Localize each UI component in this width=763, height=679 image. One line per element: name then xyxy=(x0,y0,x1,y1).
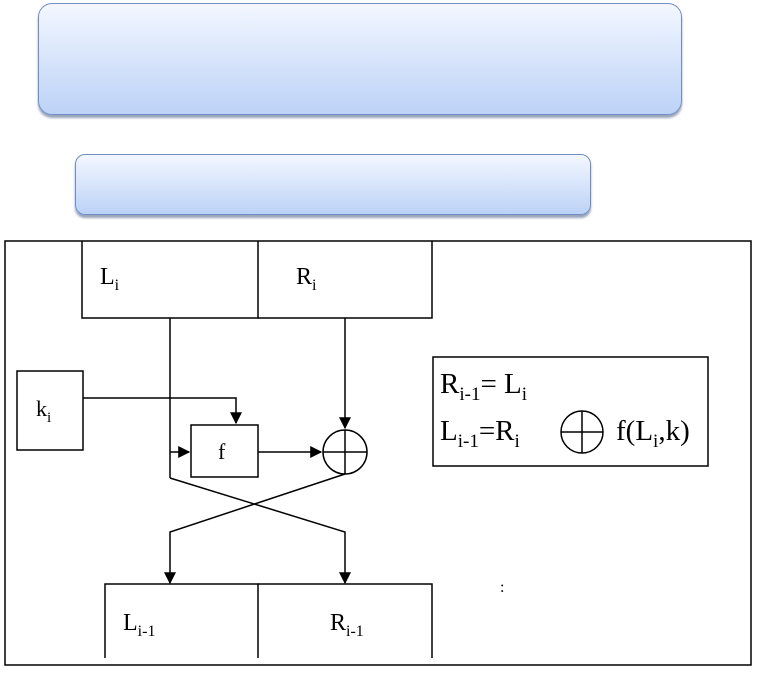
svg-text:Ri-1: Ri-1 xyxy=(330,610,364,640)
equation-function-term: f(Li,k) xyxy=(616,415,690,452)
key-block: ki xyxy=(16,370,84,451)
bottom-left-block: Li-1 xyxy=(104,583,259,658)
xor-symbol xyxy=(322,429,368,475)
top-left-label: L xyxy=(100,264,115,290)
bottom-left-sub: i-1 xyxy=(138,623,156,640)
bottom-right-block: Ri-1 xyxy=(258,583,433,658)
function-block: f xyxy=(190,424,259,478)
top-left-block: Li xyxy=(81,241,259,319)
diagram-frame xyxy=(4,240,752,666)
key-sub: i xyxy=(47,410,51,426)
top-right-sub: i xyxy=(312,277,317,294)
bottom-left-label: L xyxy=(123,610,138,636)
title-banner xyxy=(38,3,682,115)
bottom-right-label: R xyxy=(330,610,346,636)
equation-line-2: Li-1=Ri xyxy=(440,415,520,452)
svg-text:Li-1: Li-1 xyxy=(123,610,155,640)
signal-lines xyxy=(83,318,351,585)
function-label: f xyxy=(218,439,226,464)
svg-text:Ri: Ri xyxy=(296,264,317,294)
top-right-label: R xyxy=(296,264,312,290)
equation-xor-symbol xyxy=(560,410,604,454)
svg-text:ki: ki xyxy=(36,396,51,426)
key-label: k xyxy=(36,396,47,421)
top-left-sub: i xyxy=(115,277,120,294)
subtitle-banner xyxy=(75,154,591,215)
top-right-block: Ri xyxy=(258,241,433,319)
svg-text:Li: Li xyxy=(100,264,120,294)
bottom-right-sub: i-1 xyxy=(346,623,364,640)
stray-mark: : xyxy=(500,579,504,596)
equations-box: Ri-1= Li Li-1=Ri f(Li,k) xyxy=(432,356,709,467)
equation-line-1: Ri-1= Li xyxy=(440,368,527,405)
